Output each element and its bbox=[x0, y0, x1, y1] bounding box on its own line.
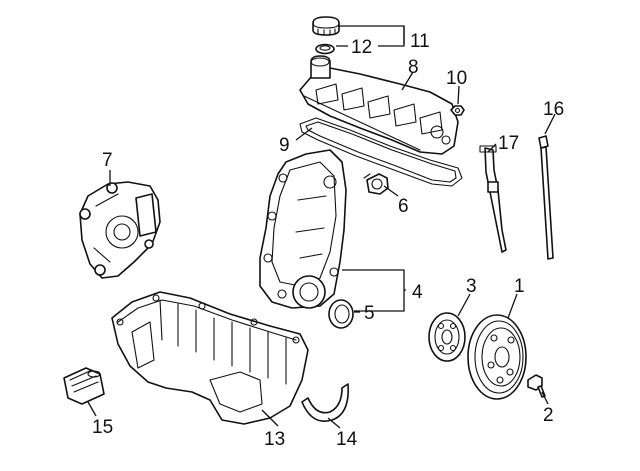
leader-10 bbox=[457, 85, 460, 105]
leader-12 bbox=[336, 26, 405, 47]
callout-4: 4 bbox=[412, 282, 423, 303]
dipstick-tube bbox=[479, 145, 507, 253]
crankshaft-bolt bbox=[527, 374, 546, 398]
timing-chain-cover bbox=[259, 149, 347, 309]
callout-2: 2 bbox=[543, 405, 554, 426]
crankshaft-sprocket bbox=[428, 312, 466, 362]
callout-16: 16 bbox=[543, 99, 564, 120]
callout-6: 6 bbox=[398, 196, 409, 217]
leader-2 bbox=[541, 391, 549, 405]
leader-16 bbox=[544, 113, 556, 135]
callout-10: 10 bbox=[446, 68, 467, 89]
oil-pump bbox=[79, 181, 161, 279]
callout-13: 13 bbox=[264, 429, 285, 450]
valve-cover-nut bbox=[450, 105, 465, 116]
dipstick bbox=[538, 135, 554, 260]
leader-17 bbox=[487, 143, 497, 153]
valve-cover-gasket bbox=[299, 117, 463, 187]
valve-cover bbox=[299, 55, 459, 155]
oil-pan bbox=[111, 291, 309, 425]
crankshaft-pulley bbox=[467, 314, 527, 400]
callout-5: 5 bbox=[364, 303, 375, 324]
leader-14 bbox=[327, 417, 341, 429]
callout-labels: 11 12 8 10 16 9 17 7 6 4 3 1 5 2 15 13 1… bbox=[92, 31, 564, 450]
callout-1: 1 bbox=[514, 276, 525, 297]
oil-filter bbox=[63, 367, 105, 405]
filler-cap-seal bbox=[315, 43, 335, 55]
leader-3 bbox=[457, 293, 471, 317]
callout-14: 14 bbox=[336, 429, 358, 450]
callout-7: 7 bbox=[102, 150, 113, 171]
front-crankshaft-seal bbox=[328, 299, 354, 329]
leader-15 bbox=[87, 401, 97, 417]
callout-8: 8 bbox=[408, 57, 419, 78]
leader-8 bbox=[401, 71, 414, 91]
leader-9 bbox=[295, 127, 313, 141]
leader-6 bbox=[383, 185, 399, 197]
leader-1 bbox=[507, 293, 518, 319]
callout-11: 11 bbox=[410, 31, 430, 52]
callout-15: 15 bbox=[92, 417, 113, 438]
leader-13 bbox=[261, 409, 279, 427]
leader-4 bbox=[342, 269, 406, 312]
oil-filler-cap bbox=[312, 16, 340, 36]
sensor bbox=[363, 173, 389, 195]
rear-seal-retainer bbox=[301, 383, 349, 422]
callout-17: 17 bbox=[498, 133, 519, 154]
leader-lines bbox=[87, 25, 556, 429]
callout-9: 9 bbox=[279, 135, 290, 156]
callout-12: 12 bbox=[351, 37, 372, 58]
callout-3: 3 bbox=[466, 276, 477, 297]
